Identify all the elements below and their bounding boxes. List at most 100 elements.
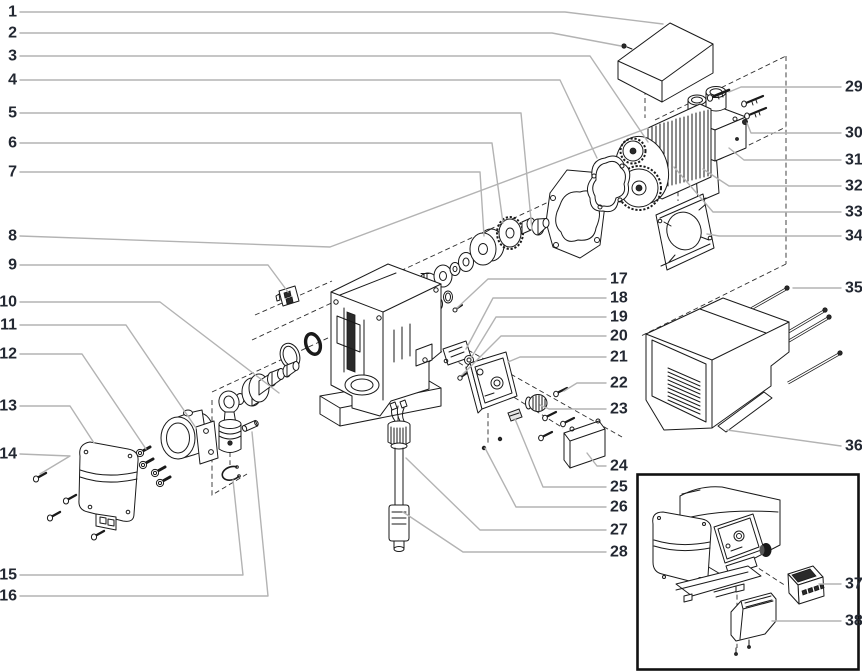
callout-number-15: 15 [0, 567, 17, 584]
callout-number-16: 16 [0, 588, 17, 605]
leader-line-17 [456, 278, 607, 309]
callout-number-10: 10 [0, 294, 17, 311]
leader-line-19 [470, 316, 607, 359]
callout-number-23: 23 [610, 401, 628, 418]
leader-line-9 [19, 264, 289, 293]
leader-line-18 [465, 297, 607, 350]
leader-line-34 [706, 233, 842, 237]
leader-line-20 [461, 335, 607, 376]
motor-cover [617, 22, 714, 103]
cover-screws [32, 471, 106, 541]
cover-screw [621, 43, 627, 49]
retaining-ring [221, 465, 241, 481]
callout-number-33: 33 [845, 204, 862, 221]
leader-line-16 [19, 431, 269, 597]
callout-number-18: 18 [610, 290, 628, 307]
leader-line-22 [563, 382, 607, 392]
leader-line-8 [19, 127, 649, 248]
assembled-unit [652, 486, 825, 656]
leader-line-31 [728, 147, 842, 161]
motor-shroud [645, 297, 790, 433]
callout-number-35: 35 [845, 280, 862, 297]
leader-line-14 [19, 453, 71, 475]
callout-number-11: 11 [0, 317, 17, 334]
leader-line-23 [539, 404, 607, 410]
callout-number-1: 1 [8, 4, 17, 21]
callout-number-34: 34 [845, 228, 862, 245]
callout-number-14: 14 [0, 446, 17, 463]
front-cover [78, 441, 139, 531]
motor-assembly [614, 103, 712, 211]
callouts-layer: 1234567891011121314151617181920212223242… [0, 4, 862, 630]
callout-number-37: 37 [845, 576, 862, 593]
callout-number-5: 5 [8, 105, 17, 122]
dowel-pin [241, 419, 259, 432]
unit-base [675, 565, 762, 597]
leader-line-28 [402, 511, 607, 553]
callout-number-36: 36 [845, 438, 862, 455]
leader-line-5 [19, 112, 533, 231]
pinion-gear [619, 137, 647, 165]
control-housing [465, 351, 518, 414]
leader-line-30 [746, 122, 842, 134]
leader-line-26 [484, 447, 607, 508]
display-module [787, 565, 825, 605]
leader-line-24 [586, 452, 607, 467]
leader-line-21 [507, 356, 607, 363]
mounting-screws [706, 88, 768, 141]
leader-line-12 [19, 353, 147, 450]
leader-line-15 [19, 479, 244, 576]
callout-number-9: 9 [8, 257, 17, 274]
callout-number-3: 3 [8, 48, 17, 65]
callout-number-25: 25 [610, 479, 628, 496]
callout-number-21: 21 [610, 349, 628, 366]
leader-line-29 [728, 86, 842, 93]
callout-number-8: 8 [8, 228, 17, 245]
potentiometer-knob [525, 394, 548, 412]
leader-line-27 [405, 457, 607, 531]
terminal-block [275, 285, 300, 307]
motor-gasket [586, 155, 631, 213]
washer [732, 116, 738, 122]
slider-assembly [218, 390, 242, 453]
leader-line-4 [19, 79, 598, 159]
callout-number-28: 28 [610, 544, 628, 561]
leader-line-10 [19, 301, 280, 394]
callout-number-13: 13 [0, 398, 17, 415]
leader-line-1 [19, 11, 664, 25]
clamp-screws [135, 445, 172, 488]
leader-line-33 [673, 166, 842, 213]
leader-line-25 [514, 418, 607, 488]
callout-number-24: 24 [610, 458, 628, 475]
callout-number-7: 7 [8, 164, 17, 181]
callout-number-30: 30 [845, 125, 862, 142]
leader-line-13 [19, 405, 95, 444]
callout-number-26: 26 [610, 499, 628, 516]
tiny-screw [497, 436, 503, 442]
access-cover [563, 418, 606, 469]
callout-number-31: 31 [845, 152, 862, 169]
leader-line-32 [702, 168, 842, 187]
leader-line-11 [19, 324, 197, 429]
callout-number-27: 27 [610, 522, 628, 539]
callout-number-2: 2 [8, 25, 17, 42]
leader-line-6 [19, 142, 504, 224]
motor-baffle [655, 193, 715, 271]
callout-number-19: 19 [610, 309, 628, 326]
callout-number-20: 20 [610, 328, 628, 345]
leader-line-3 [19, 55, 649, 143]
rubber-grommet [507, 408, 523, 422]
nut [742, 119, 749, 126]
screw-20 [457, 372, 468, 381]
callout-number-29: 29 [845, 79, 862, 96]
control-housing-group [442, 304, 606, 469]
pressure-transducer [387, 399, 411, 552]
leader-line-2 [19, 32, 622, 47]
leader-line-7 [19, 171, 485, 237]
callout-number-12: 12 [0, 346, 17, 363]
display-cover [730, 592, 777, 642]
gearbox-housing [319, 263, 442, 427]
callout-number-32: 32 [845, 178, 862, 195]
